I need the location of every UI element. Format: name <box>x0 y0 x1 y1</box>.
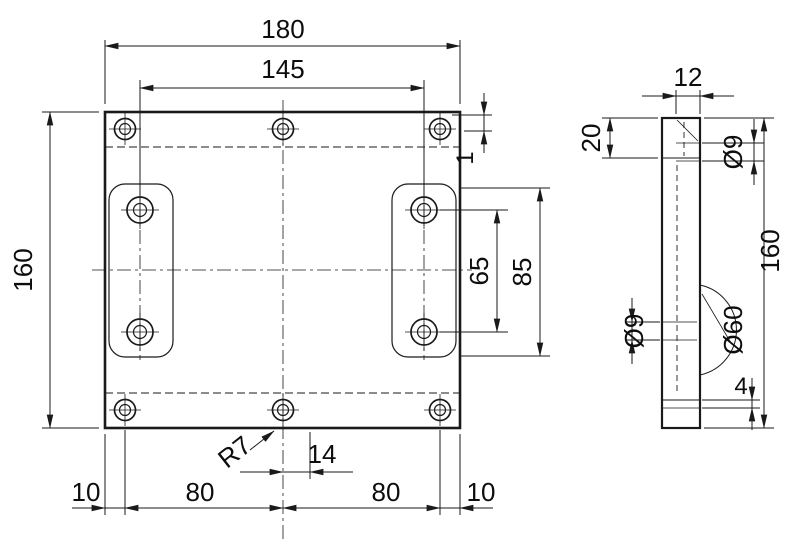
boss-arc-diagonal <box>701 293 732 344</box>
dim-145: 145 <box>139 54 425 196</box>
dim-dia9-top: Ø9 <box>702 119 764 185</box>
dim-label-145: 145 <box>261 54 304 84</box>
chamfer-line <box>676 119 699 142</box>
dim-1: 1 <box>452 93 492 165</box>
dim-label-10-right: 10 <box>467 477 496 507</box>
dim-180: 180 <box>104 14 461 104</box>
dim-14: 14 <box>240 432 353 479</box>
dim-label-r7: R7 <box>212 430 257 474</box>
dim-label-dia60: Ø60 <box>718 305 748 354</box>
dim-85: 85 <box>459 187 550 357</box>
hidden-lines <box>105 146 460 394</box>
dim-label-85: 85 <box>507 258 537 287</box>
dim-label-160-side: 160 <box>755 229 785 272</box>
dim-160-side: 160 <box>704 117 785 429</box>
leader-line <box>249 430 275 451</box>
dim-label-160: 160 <box>8 248 38 291</box>
dim-12: 12 <box>642 62 734 114</box>
dim-label-180: 180 <box>261 14 304 44</box>
dim-bottom-chain: 10 80 80 10 <box>72 430 496 515</box>
boss-arc <box>699 284 737 376</box>
dim-label-12: 12 <box>674 62 703 92</box>
dim-label-20: 20 <box>576 124 606 153</box>
left-pocket <box>108 183 174 358</box>
side-view: 12 20 Ø9 160 <box>576 62 785 430</box>
dim-label-dia9-bottom: Ø9 <box>619 314 649 349</box>
side-outline <box>660 116 702 430</box>
dim-label-1: 1 <box>452 151 479 164</box>
radius-callout-r7: R7 <box>212 430 275 474</box>
plate-outline <box>103 110 462 430</box>
dim-label-80-left: 80 <box>186 477 215 507</box>
dim-label-14: 14 <box>308 439 337 469</box>
dim-160: 160 <box>8 111 99 429</box>
dim-65: 65 <box>440 209 508 333</box>
dim-label-4: 4 <box>734 373 747 400</box>
dim-label-dia9-top: Ø9 <box>718 135 748 170</box>
dim-dia60: Ø60 <box>718 305 748 354</box>
dim-label-10-left: 10 <box>72 477 101 507</box>
front-view: 180 145 160 10 8 <box>8 14 550 540</box>
dim-20: 20 <box>576 117 658 159</box>
dim-dia9-bottom: Ø9 <box>619 298 660 364</box>
dim-label-65: 65 <box>464 257 494 286</box>
dim-label-80-right: 80 <box>372 477 401 507</box>
dim-4: 4 <box>702 373 760 430</box>
